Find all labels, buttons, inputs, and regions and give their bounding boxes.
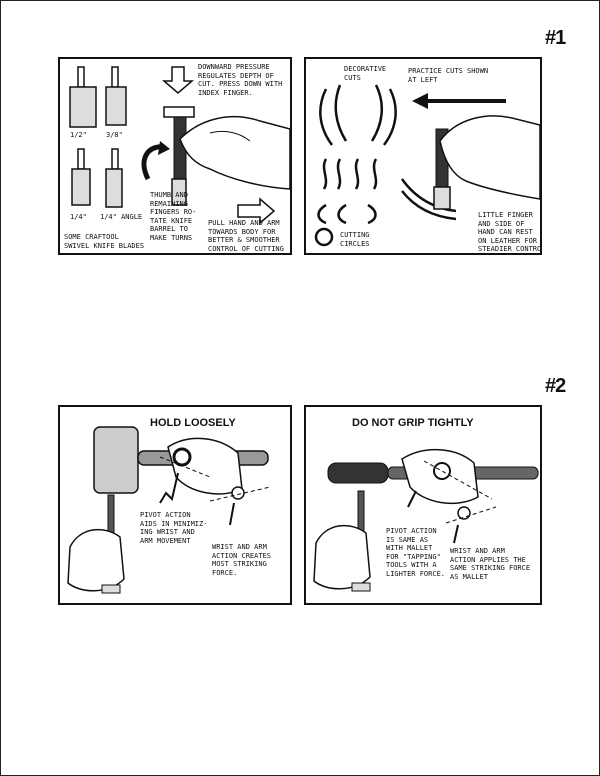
rod-illustration xyxy=(313,449,539,592)
pivot-note: PIVOT ACTION IS SAME AS WITH MALLET FOR … xyxy=(386,527,446,578)
pivot-note: PIVOT ACTION AIDS IN MINIMIZ- ING WRIST … xyxy=(140,511,208,545)
panel-rod-grip: DO NOT GRIP TIGHTLY PIVOT ACTION IS SAME… xyxy=(304,405,542,605)
pressure-note: DOWNWARD PRESSURE REGULATES DEPTH OF CUT… xyxy=(198,63,283,97)
do-not-grip-tightly-heading: DO NOT GRIP TIGHTLY xyxy=(352,417,474,429)
wrist-note: WRIST AND ARM ACTION APPLIES THE SAME ST… xyxy=(450,547,531,581)
thumb-note: THUMB AND REMAINING FINGERS RO- TATE KNI… xyxy=(150,191,197,242)
finger-note: LITTLE FINGER AND SIDE OF HAND CAN REST … xyxy=(478,211,542,253)
hold-loosely-heading: HOLD LOOSELY xyxy=(150,417,236,429)
practice-note: PRACTICE CUTS SHOWN AT LEFT xyxy=(408,67,489,84)
decorative-note: DECORATIVE CUTS xyxy=(344,65,387,82)
pull-note: PULL HAND AND ARM TOWARDS BODY FOR BETTE… xyxy=(208,219,284,253)
section-marker-1: #1 xyxy=(545,27,566,49)
mallet-illustration xyxy=(67,426,271,594)
panel-practice-cuts: PRACTICE CUTS SHOWN AT LEFT DECORATIVE C… xyxy=(304,57,542,255)
section-marker-2: #2 xyxy=(545,375,566,397)
swivel-knife-illustration xyxy=(69,66,290,225)
blade-size-label: 1/2" xyxy=(70,131,87,139)
blade-size-label: 1/4" xyxy=(70,213,87,221)
blade-size-label: 3/8" xyxy=(106,131,123,139)
blades-caption: SOME CRAFTOOL SWIVEL KNIFE BLADES xyxy=(64,233,145,250)
circles-note: CUTTING CIRCLES xyxy=(340,231,370,248)
panel-swivel-knife-grip: 1/2" 3/8" 1/4" 1/4" ANGLE SOME CRAFTOOL … xyxy=(58,57,292,255)
wrist-note: WRIST AND ARM ACTION CREATES MOST STRIKI… xyxy=(212,543,272,577)
blade-size-label: 1/4" ANGLE xyxy=(100,213,143,221)
panel-mallet-grip: HOLD LOOSELY PIVOT ACTION AIDS IN MINIMI… xyxy=(58,405,292,605)
practice-cuts-illustration xyxy=(314,84,540,247)
